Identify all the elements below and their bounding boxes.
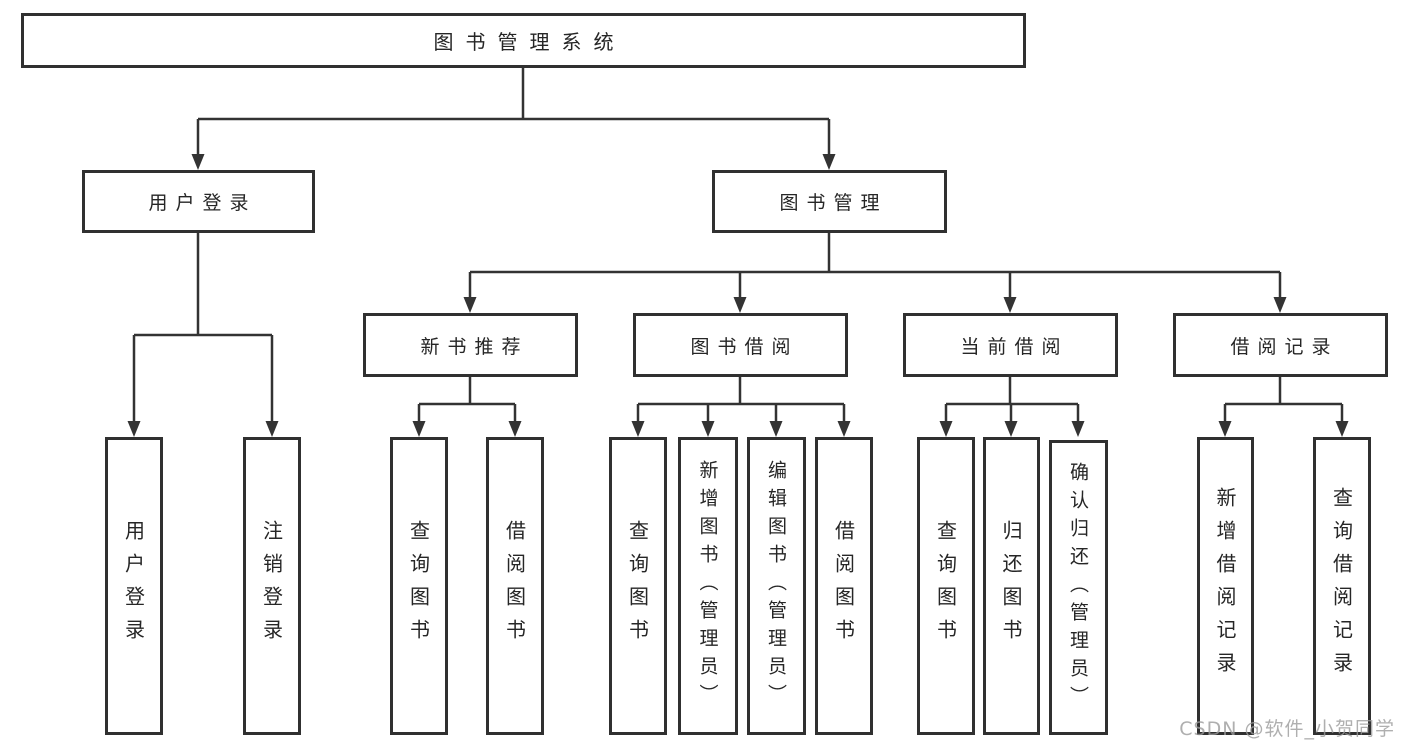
connector-root-to-level1 — [196, 68, 831, 156]
arrowhead — [1004, 421, 1018, 437]
leaf-query-books-current: 查询图书 — [917, 437, 975, 735]
arrowhead — [412, 421, 426, 437]
node-current-borrowing: 当前借阅 — [903, 313, 1118, 377]
arrowhead — [1218, 421, 1232, 437]
leaf-query-books-borrowing: 查询图书 — [609, 437, 667, 735]
arrowhead — [837, 421, 851, 437]
connector-book-management-branch — [468, 233, 1282, 299]
arrowhead — [769, 421, 783, 437]
leaf-user-login: 用户登录 — [105, 437, 163, 735]
leaf-edit-books-admin: 编辑图书（管理员） — [747, 437, 806, 735]
leaf-logout: 注销登录 — [243, 437, 301, 735]
arrowhead — [508, 421, 522, 437]
leaf-confirm-return-admin: 确认归还（管理员） — [1049, 440, 1108, 735]
node-book-borrowing: 图书借阅 — [633, 313, 848, 377]
node-new-book-recommendation: 新书推荐 — [363, 313, 578, 377]
connector-new-book-branch — [417, 377, 517, 423]
arrowhead — [701, 421, 715, 437]
connector-borrowing-records-branch — [1223, 377, 1344, 423]
arrowhead — [939, 421, 953, 437]
arrowhead — [1071, 421, 1085, 437]
node-library-management-system: 图书管理系统 — [21, 13, 1026, 68]
node-borrowing-records: 借阅记录 — [1173, 313, 1388, 377]
arrowhead — [1003, 297, 1017, 313]
arrowhead — [1335, 421, 1349, 437]
node-user-login: 用户登录 — [82, 170, 315, 233]
arrowhead — [1273, 297, 1287, 313]
leaf-query-borrow-record: 查询借阅记录 — [1313, 437, 1371, 735]
node-book-management: 图书管理 — [712, 170, 947, 233]
leaf-add-books-admin: 新增图书（管理员） — [678, 437, 738, 735]
leaf-query-books-recommend: 查询图书 — [390, 437, 448, 735]
arrowhead — [265, 421, 279, 437]
arrowhead — [191, 154, 205, 170]
connector-current-borrowing-branch — [944, 377, 1080, 423]
connector-user-login-branch — [132, 233, 274, 423]
arrowhead — [463, 297, 477, 313]
leaf-borrow-books-borrowing: 借阅图书 — [815, 437, 873, 735]
leaf-add-borrow-record: 新增借阅记录 — [1197, 437, 1254, 735]
arrowhead — [127, 421, 141, 437]
arrowhead — [631, 421, 645, 437]
arrowhead — [822, 154, 836, 170]
leaf-borrow-books-recommend: 借阅图书 — [486, 437, 544, 735]
arrowhead — [733, 297, 747, 313]
connector-book-borrowing-branch — [636, 377, 846, 423]
leaf-return-books: 归还图书 — [983, 437, 1040, 735]
